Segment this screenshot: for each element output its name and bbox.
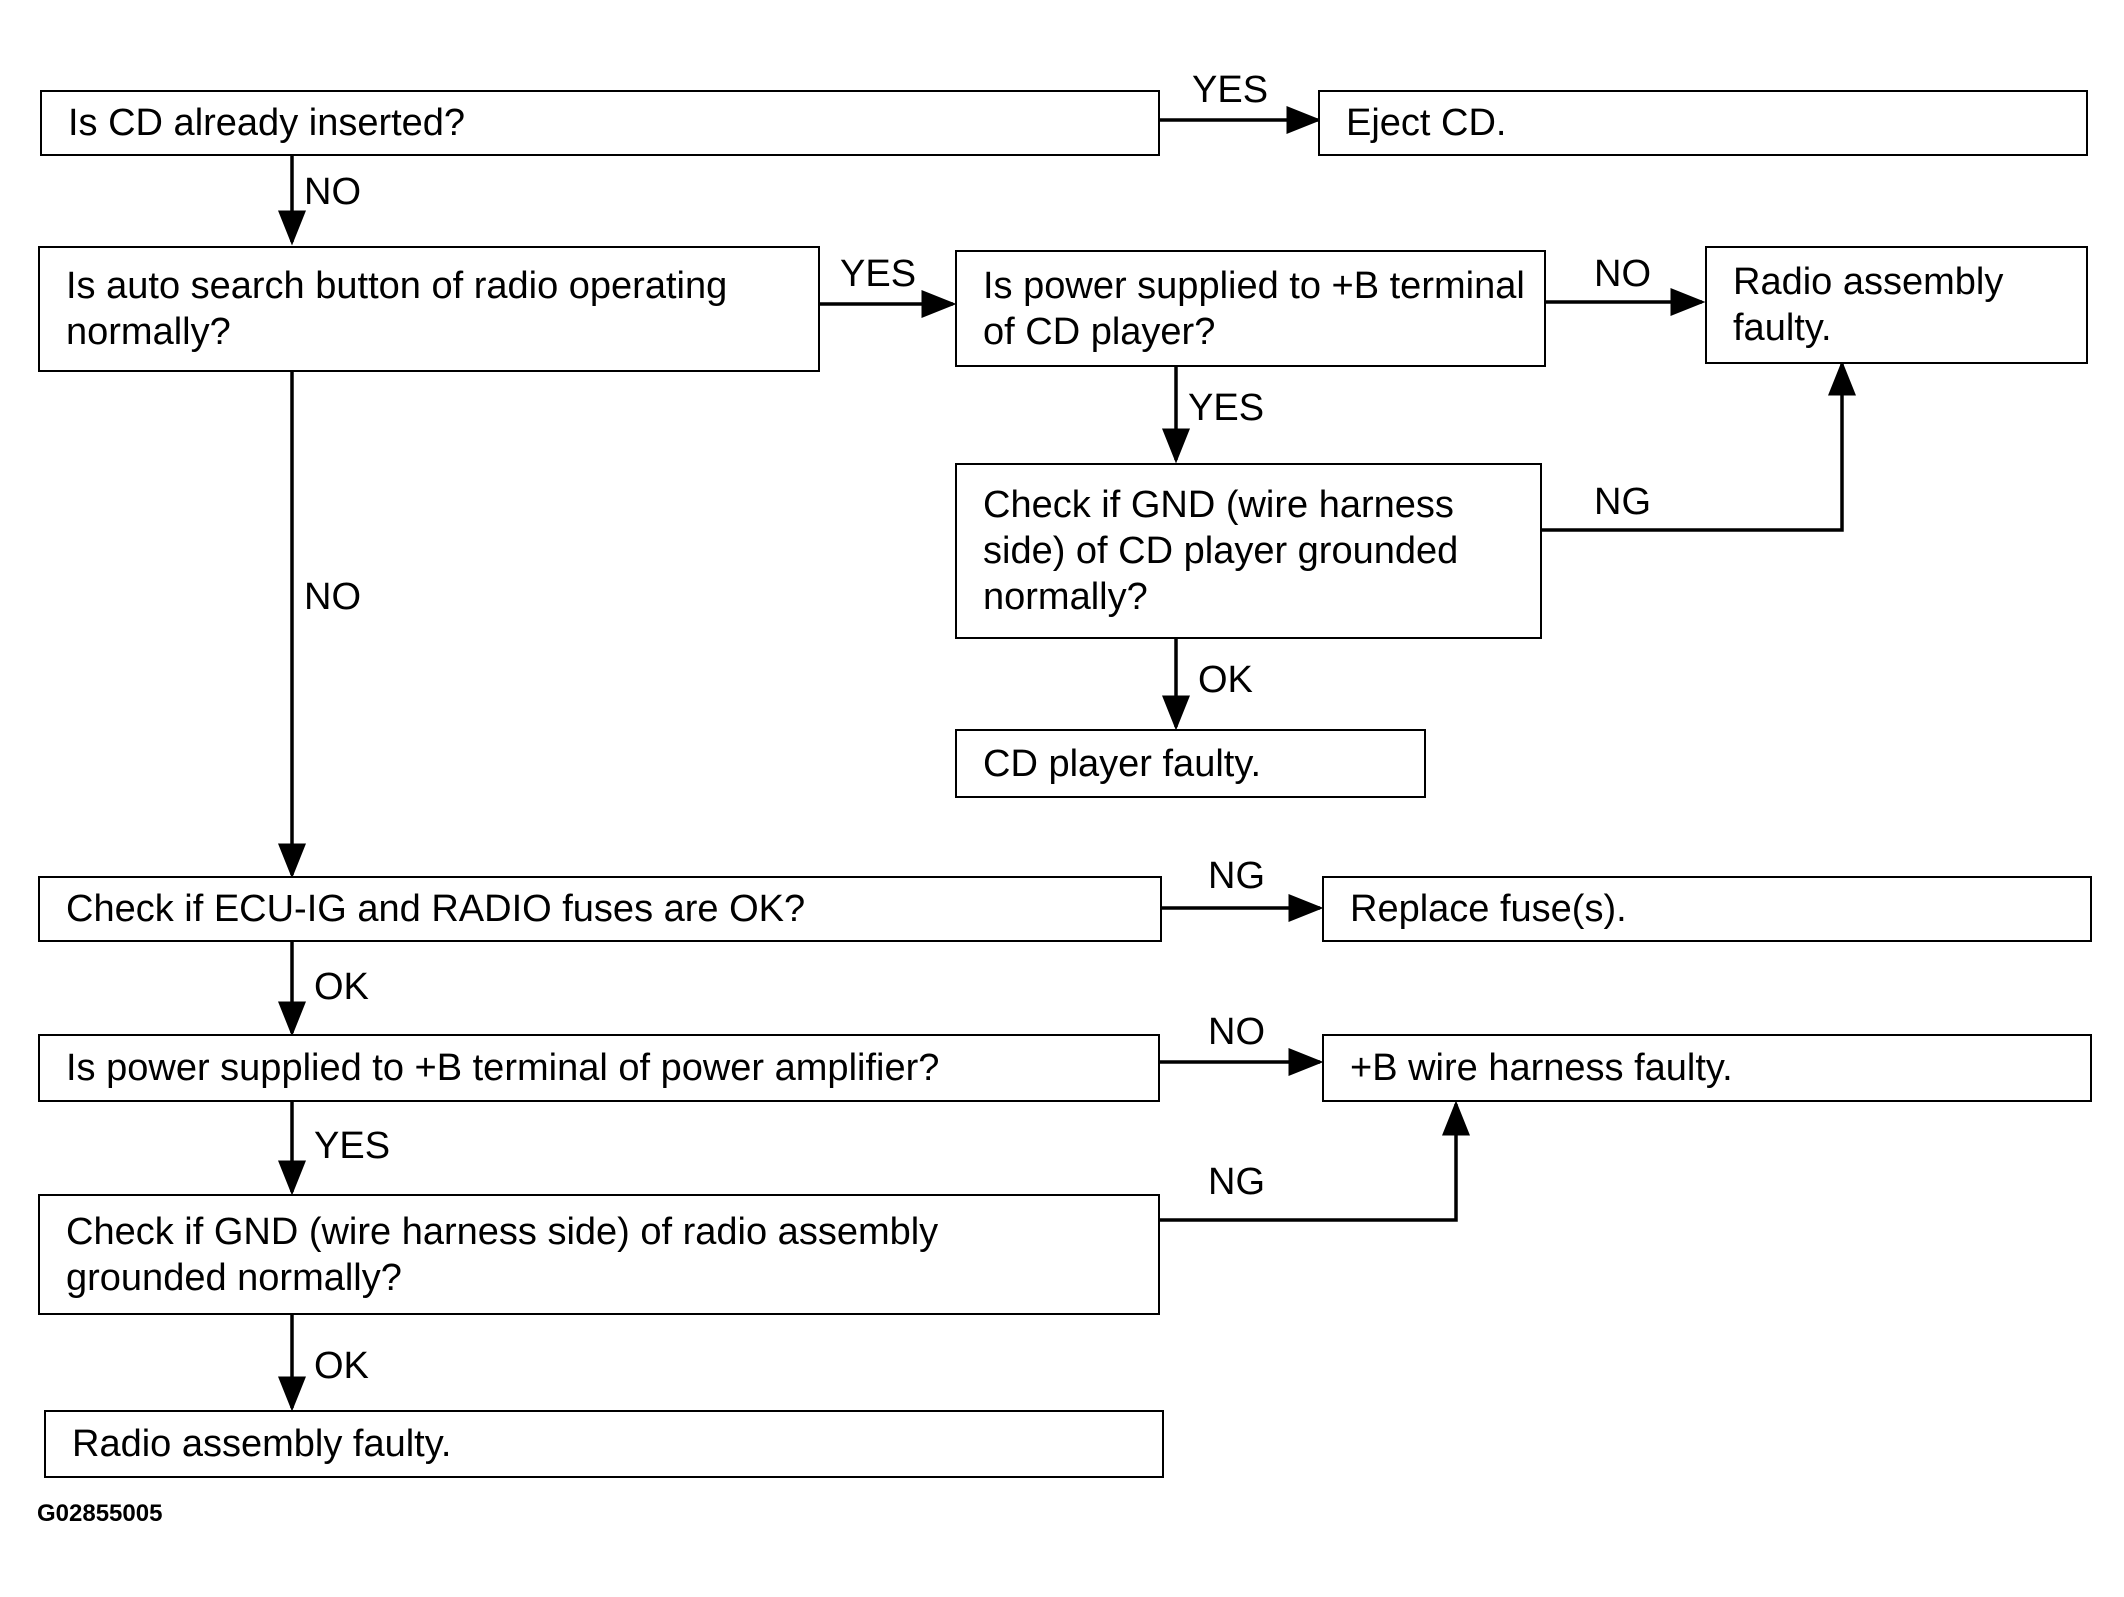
label-ng: NG xyxy=(1208,1161,1265,1203)
question-power-cd-player: Is power supplied to +B terminal of CD p… xyxy=(955,250,1546,367)
question-power-amplifier: Is power supplied to +B terminal of powe… xyxy=(38,1034,1160,1102)
question-auto-search: Is auto search button of radio operating… xyxy=(38,246,820,372)
action-eject-cd: Eject CD. xyxy=(1318,90,2088,156)
label-ok: OK xyxy=(314,1345,369,1387)
result-radio-assembly-faulty-1: Radio assembly faulty. xyxy=(1705,246,2088,364)
label-no: NO xyxy=(1208,1011,1265,1053)
label-no: NO xyxy=(304,171,361,213)
result-cd-player-faulty: CD player faulty. xyxy=(955,729,1426,798)
arrow-gnd-cd-ng xyxy=(1542,360,1856,532)
figure-code: G02855005 xyxy=(37,1500,163,1527)
question-gnd-radio-assembly: Check if GND (wire harness side) of radi… xyxy=(38,1194,1160,1315)
label-ok: OK xyxy=(1198,659,1253,701)
label-ng: NG xyxy=(1208,855,1265,897)
question-gnd-cd-player: Check if GND (wire harness side) of CD p… xyxy=(955,463,1542,639)
question-fuses: Check if ECU-IG and RADIO fuses are OK? xyxy=(38,876,1162,942)
label-yes: YES xyxy=(1188,387,1265,429)
label-ok: OK xyxy=(314,966,369,1008)
label-yes: YES xyxy=(840,253,917,295)
label-yes: YES xyxy=(314,1125,391,1167)
question-cd-inserted: Is CD already inserted? xyxy=(40,90,1160,156)
label-no: NO xyxy=(1594,253,1651,295)
arrow-gnd-radio-ng xyxy=(1160,1100,1470,1222)
label-no: NO xyxy=(304,576,361,618)
result-radio-assembly-faulty-2: Radio assembly faulty. xyxy=(44,1410,1164,1478)
action-replace-fuse: Replace fuse(s). xyxy=(1322,876,2092,942)
label-ng: NG xyxy=(1594,481,1651,523)
result-b-wire-harness-faulty: +B wire harness faulty. xyxy=(1322,1034,2092,1102)
label-yes: YES xyxy=(1192,69,1269,111)
